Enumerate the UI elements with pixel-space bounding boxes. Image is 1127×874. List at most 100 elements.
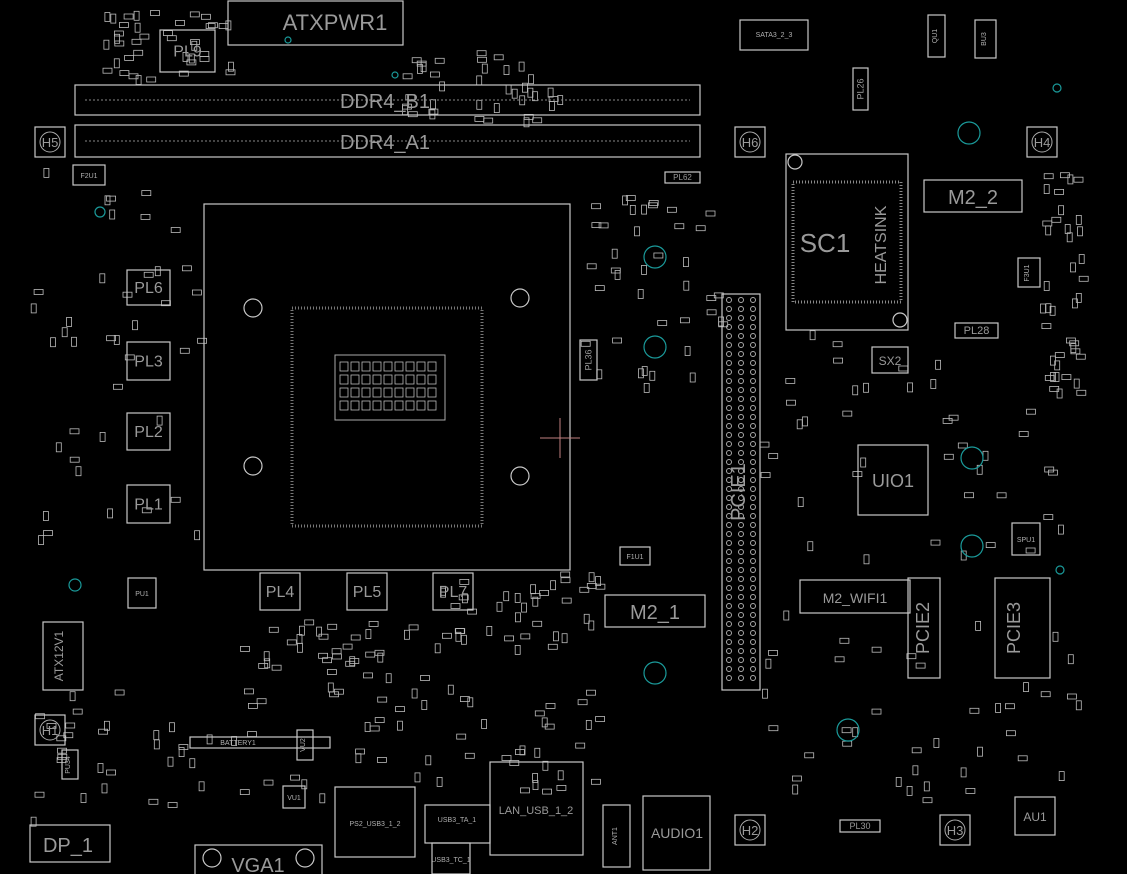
qu1-chip[interactable]: QU1 <box>927 14 946 58</box>
smd-pad <box>376 757 387 763</box>
smd-pad <box>796 419 803 430</box>
inductor-pl7[interactable]: PL7 <box>432 572 474 611</box>
smd-pad <box>765 658 772 669</box>
smd-pad <box>46 723 57 729</box>
dp-connector[interactable]: DP_1 <box>29 824 111 863</box>
mounting-hole-h1[interactable]: H1 <box>34 714 66 746</box>
smd-pad <box>483 117 494 124</box>
inductor-pl30[interactable]: PL30 <box>839 819 881 833</box>
smd-pad <box>290 774 301 781</box>
f1u1-chip[interactable]: F1U1 <box>619 546 651 566</box>
smd-pad <box>113 335 120 345</box>
pcie3-slot[interactable]: PCIE3 <box>994 577 1051 679</box>
atxpwr-connector[interactable]: ATXPWR1 <box>227 0 404 46</box>
ps2-usb-connector[interactable]: PS2_USB3_1_2 <box>334 786 416 858</box>
h3-label: H3 <box>947 823 964 838</box>
lan-usb-connector[interactable]: LAN_USB_1_2 <box>489 761 584 856</box>
f2u1-chip[interactable]: F2U1 <box>72 164 106 186</box>
vu2-chip[interactable]: VU2 <box>296 729 314 761</box>
smd-pad <box>205 23 216 30</box>
atx12v-connector[interactable]: ATX12V1 <box>42 621 84 691</box>
au1-chip[interactable]: AU1 <box>1014 796 1056 836</box>
bu3-chip[interactable]: BU3 <box>974 19 997 59</box>
smd-pad <box>1075 214 1082 225</box>
battery-holder[interactable]: BATTERY1 <box>189 736 331 749</box>
ddr4-b-slot[interactable]: DDR4_B1 <box>74 84 701 116</box>
smd-pad <box>114 689 125 696</box>
smd-pad <box>1067 693 1077 700</box>
m2-1-slot[interactable]: M2_1 <box>604 594 706 628</box>
mounting-hole-h5[interactable]: H5 <box>34 126 66 158</box>
smd-pad <box>550 580 556 591</box>
smd-pad <box>942 417 953 424</box>
inductor-pl6[interactable]: PL6 <box>126 269 171 306</box>
inductor-pl36[interactable]: PL36 <box>579 339 598 381</box>
pcie2-slot[interactable]: PCIE2 <box>907 577 941 679</box>
vu1-label: VU1 <box>287 795 301 802</box>
smd-pad <box>759 441 770 448</box>
smd-pad <box>1018 431 1029 437</box>
mounting-hole-h6[interactable]: H6 <box>734 126 766 158</box>
m2-2-slot[interactable]: M2_2 <box>923 179 1023 213</box>
uio1-chip[interactable]: UIO1 <box>857 444 929 516</box>
antenna-connector[interactable]: ANT1 <box>602 804 631 868</box>
ddr4-a-slot[interactable]: DDR4_A1 <box>74 124 701 158</box>
pcie1-slot[interactable]: PCIE1 <box>721 293 761 691</box>
smd-pad <box>189 11 200 18</box>
mounting-hole-h4[interactable]: H4 <box>1026 126 1058 158</box>
sx2-crystal[interactable]: SX2 <box>871 346 909 374</box>
smd-pad <box>476 99 483 110</box>
usb3-ta-connector[interactable]: USB3_TA_1 <box>424 804 491 844</box>
vga-connector[interactable]: VGA1 <box>194 844 323 874</box>
test-point <box>960 446 984 470</box>
f3u1-chip[interactable]: F3U1 <box>1017 257 1041 288</box>
h1-label: H1 <box>42 723 59 738</box>
smd-pad <box>1078 275 1089 282</box>
pu34-chip[interactable]: PU34 <box>61 749 79 780</box>
m2-wifi-slot[interactable]: M2_WIFI1 <box>799 579 911 614</box>
ddr4-a-label: DDR4_A1 <box>340 132 430 154</box>
inductor-pl4[interactable]: PL4 <box>259 572 301 611</box>
inductor-pl28[interactable]: PL28 <box>954 322 999 339</box>
inductor-pl26[interactable]: PL26 <box>852 67 869 111</box>
smd-pad <box>1017 755 1028 762</box>
audio-connector[interactable]: AUDIO1 <box>642 795 711 871</box>
smd-pad <box>1070 262 1076 273</box>
smd-pad <box>930 539 941 546</box>
mounting-hole-h2[interactable]: H2 <box>734 814 766 846</box>
smd-pad <box>247 703 258 709</box>
smd-pad <box>545 703 556 709</box>
smd-pad <box>123 13 134 20</box>
smd-pad <box>839 637 850 644</box>
smd-pad <box>1044 374 1055 381</box>
usb3-tc-connector[interactable]: USB3_TC_1 <box>431 842 471 874</box>
smd-pad <box>786 399 796 406</box>
cpu-socket[interactable] <box>203 203 571 571</box>
pu1-chip[interactable]: PU1 <box>127 577 157 609</box>
mounting-hole-h3[interactable]: H3 <box>939 814 971 846</box>
spu1-chip[interactable]: SPU1 <box>1011 522 1041 556</box>
inductor-pl62[interactable]: PL62 <box>664 171 701 184</box>
ps2-usb-label: PS2_USB3_1_2 <box>350 821 401 828</box>
dp-label: DP_1 <box>43 835 93 857</box>
smd-pad <box>842 410 853 417</box>
pl28-label: PL28 <box>964 325 990 337</box>
smd-pad <box>459 696 470 702</box>
smd-pad <box>101 783 108 794</box>
smd-pad <box>1040 691 1051 698</box>
smd-pad <box>318 652 329 659</box>
smd-pad <box>170 227 181 233</box>
sata-connector[interactable]: SATA3_2_3 <box>739 19 809 51</box>
smd-pad <box>614 269 621 280</box>
smd-pad <box>933 738 940 748</box>
inductor-pl9[interactable]: PL9 <box>159 29 216 73</box>
smd-pad <box>114 40 125 47</box>
inductor-pl5[interactable]: PL5 <box>346 572 388 611</box>
inductor-pl3[interactable]: PL3 <box>126 341 171 381</box>
inductor-pl1[interactable]: PL1 <box>126 484 171 524</box>
smd-pad <box>503 65 510 75</box>
vu1-chip[interactable]: VU1 <box>282 785 306 809</box>
chipset-sc1[interactable]: SC1 HEATSINK <box>785 153 909 331</box>
inductor-pl2[interactable]: PL2 <box>126 412 171 451</box>
